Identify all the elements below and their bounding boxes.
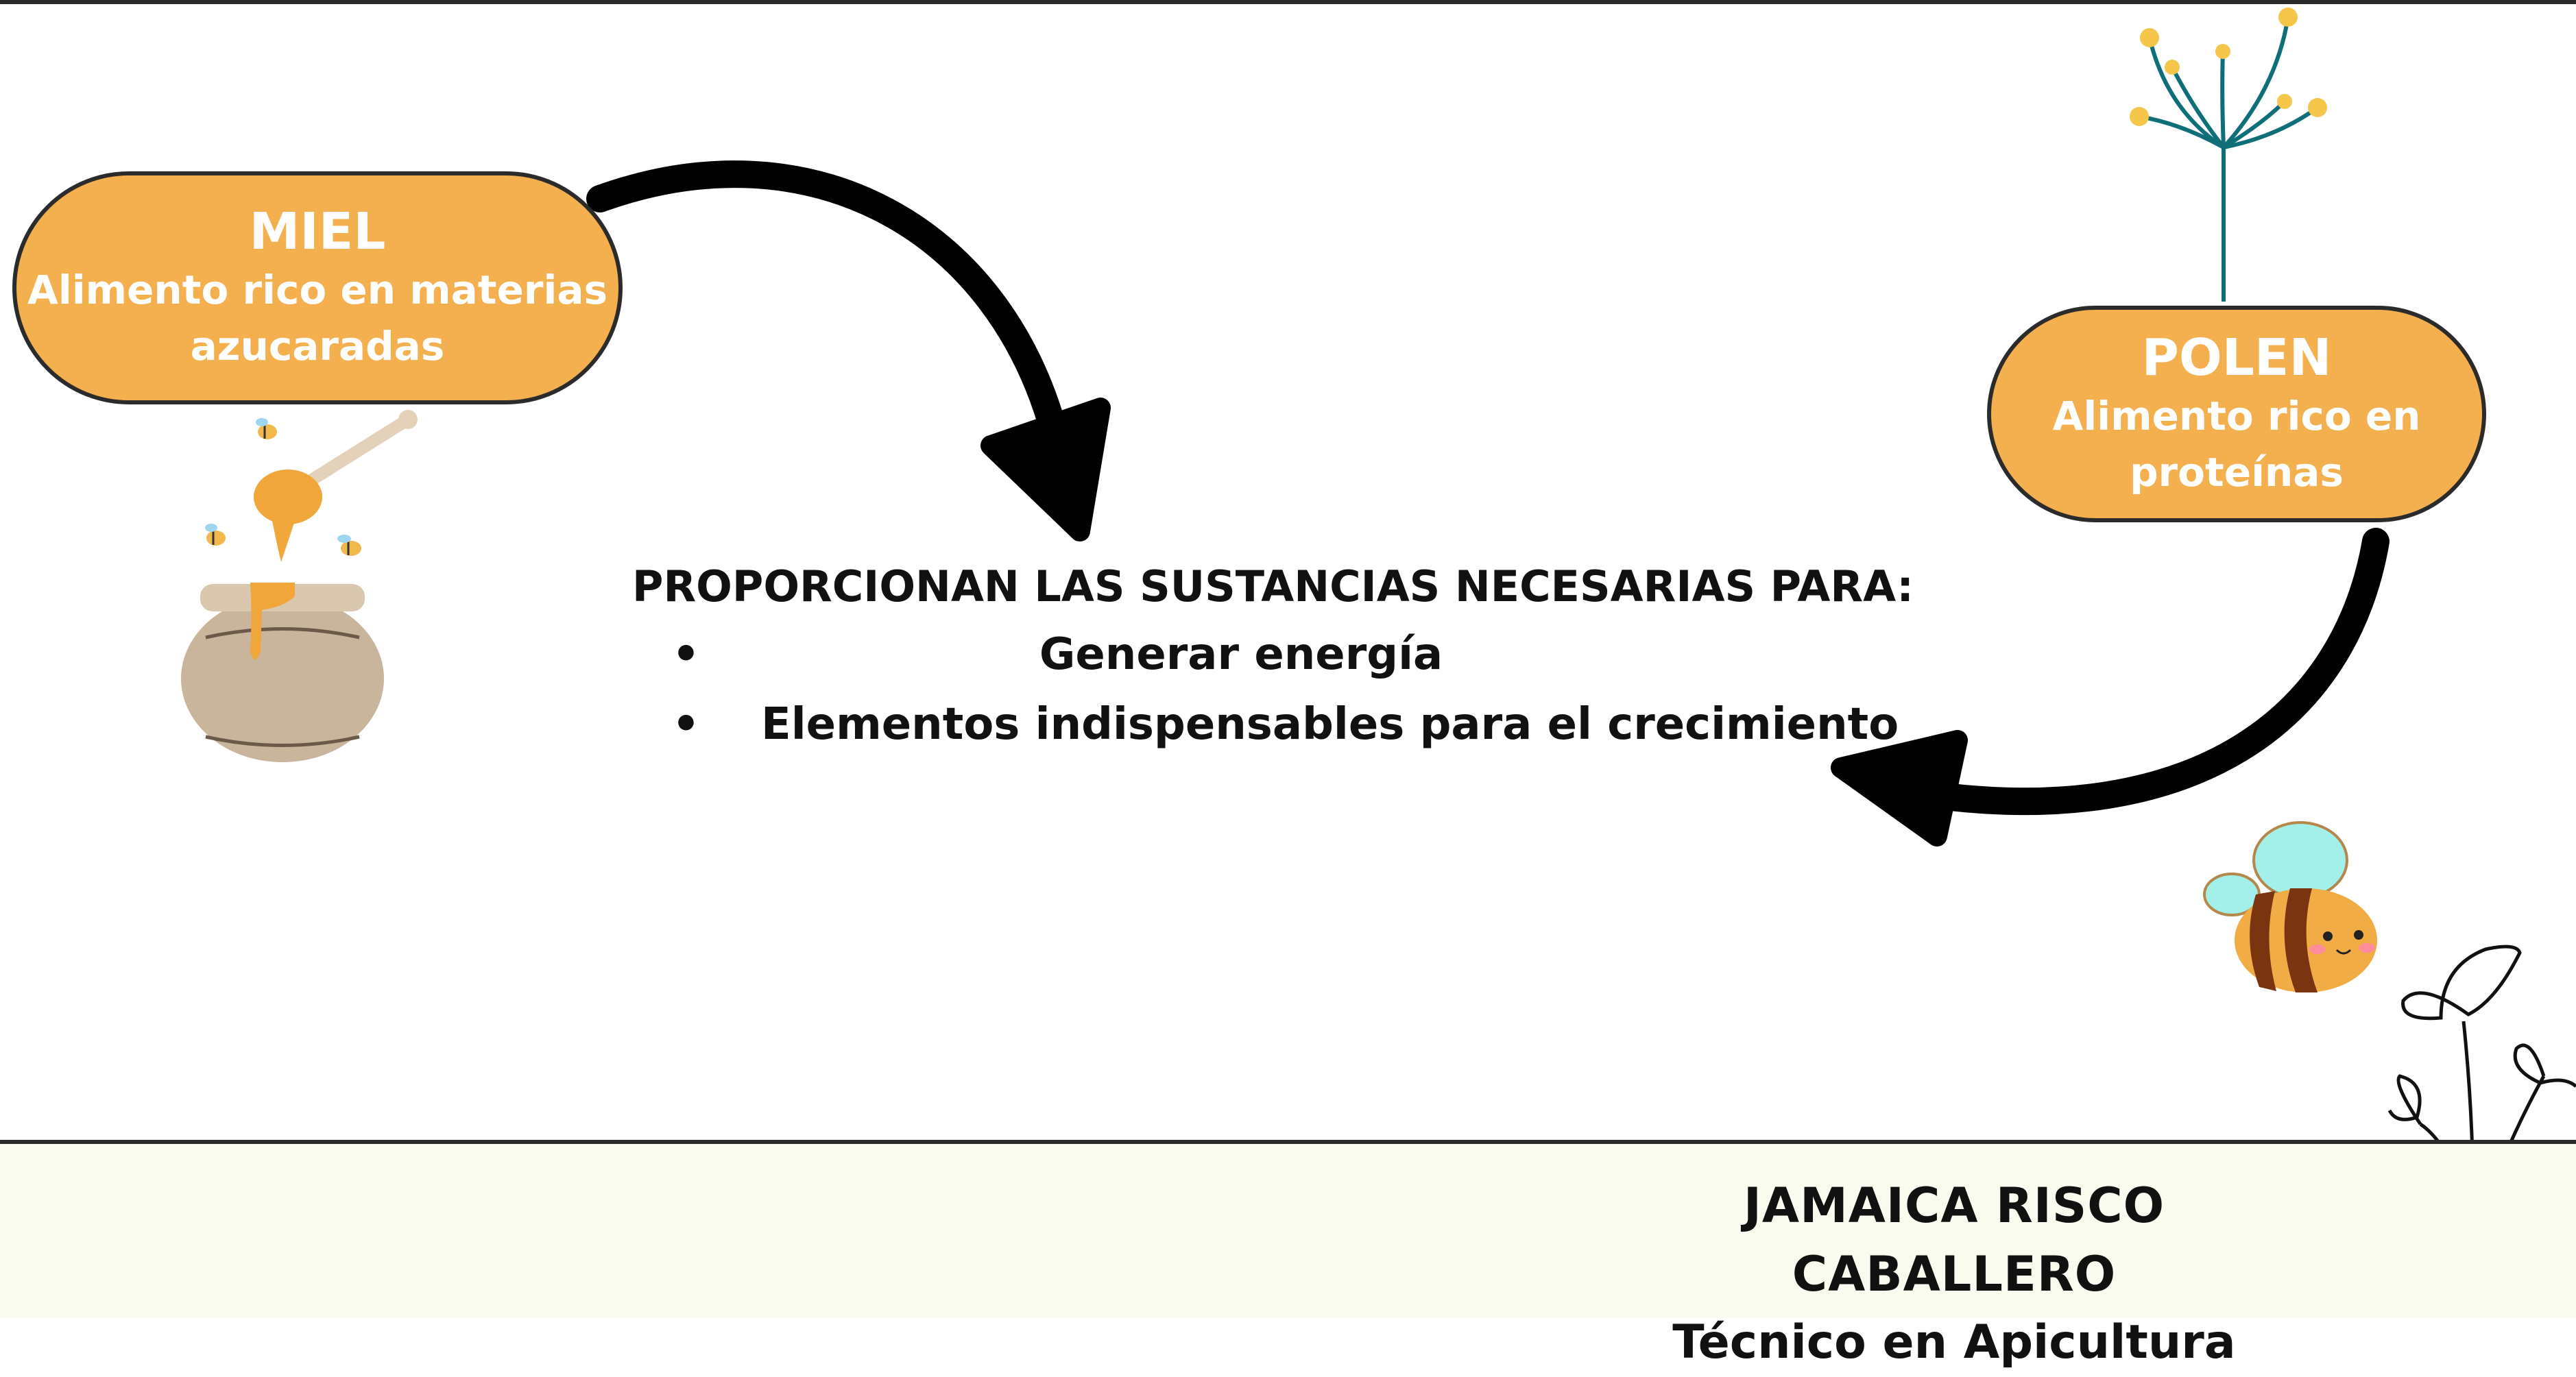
polen-description: Alimento rico en proteínas: [2052, 393, 2421, 496]
small-bee-icon: [337, 535, 361, 556]
miel-title: MIEL: [249, 202, 386, 261]
cartoon-bee-icon: [2203, 821, 2377, 992]
miel-node: MIEL Alimento rico en materias azucarada…: [12, 171, 623, 404]
author-name: JAMAICA RISCO CABALLERO: [1743, 1178, 2165, 1302]
center-heading: PROPORCIONAN LAS SUSTANCIAS NECESARIAS P…: [632, 561, 1914, 611]
small-bee-icon: [256, 418, 277, 439]
polen-title: POLEN: [2141, 328, 2332, 387]
honey-pot-icon: [181, 583, 384, 762]
list-item: • Elementos indispensables para el creci…: [617, 690, 1961, 759]
miel-description: Alimento rico en materias azucaradas: [27, 267, 607, 369]
dandelion-icon: [2130, 8, 2327, 302]
arrow-miel-to-center: [586, 160, 1111, 541]
footer: JAMAICA RISCO CABALLERO Técnico en Apicu…: [0, 1140, 2576, 1369]
arrow-polen-to-center: [1831, 528, 2390, 846]
author-block: JAMAICA RISCO CABALLERO Técnico en Apicu…: [1577, 1171, 2331, 1377]
author-role: Técnico en Apicultura: [1672, 1315, 2236, 1369]
center-block: PROPORCIONAN LAS SUSTANCIAS NECESARIAS P…: [617, 554, 1961, 759]
top-border: [0, 0, 2576, 4]
polen-node: POLEN Alimento rico en proteínas: [1987, 306, 2486, 522]
small-bee-icon: [205, 524, 226, 546]
honey-dipper-icon: [254, 410, 418, 562]
list-item-label: Elementos indispensables para el crecimi…: [761, 699, 1899, 750]
diagram-art: [181, 8, 2576, 1317]
bullet-icon: •: [672, 699, 700, 750]
bullet-icon: •: [672, 629, 700, 680]
list-item-label: Generar energía: [1039, 629, 1443, 680]
list-item: • Generar energía: [617, 620, 1961, 690]
